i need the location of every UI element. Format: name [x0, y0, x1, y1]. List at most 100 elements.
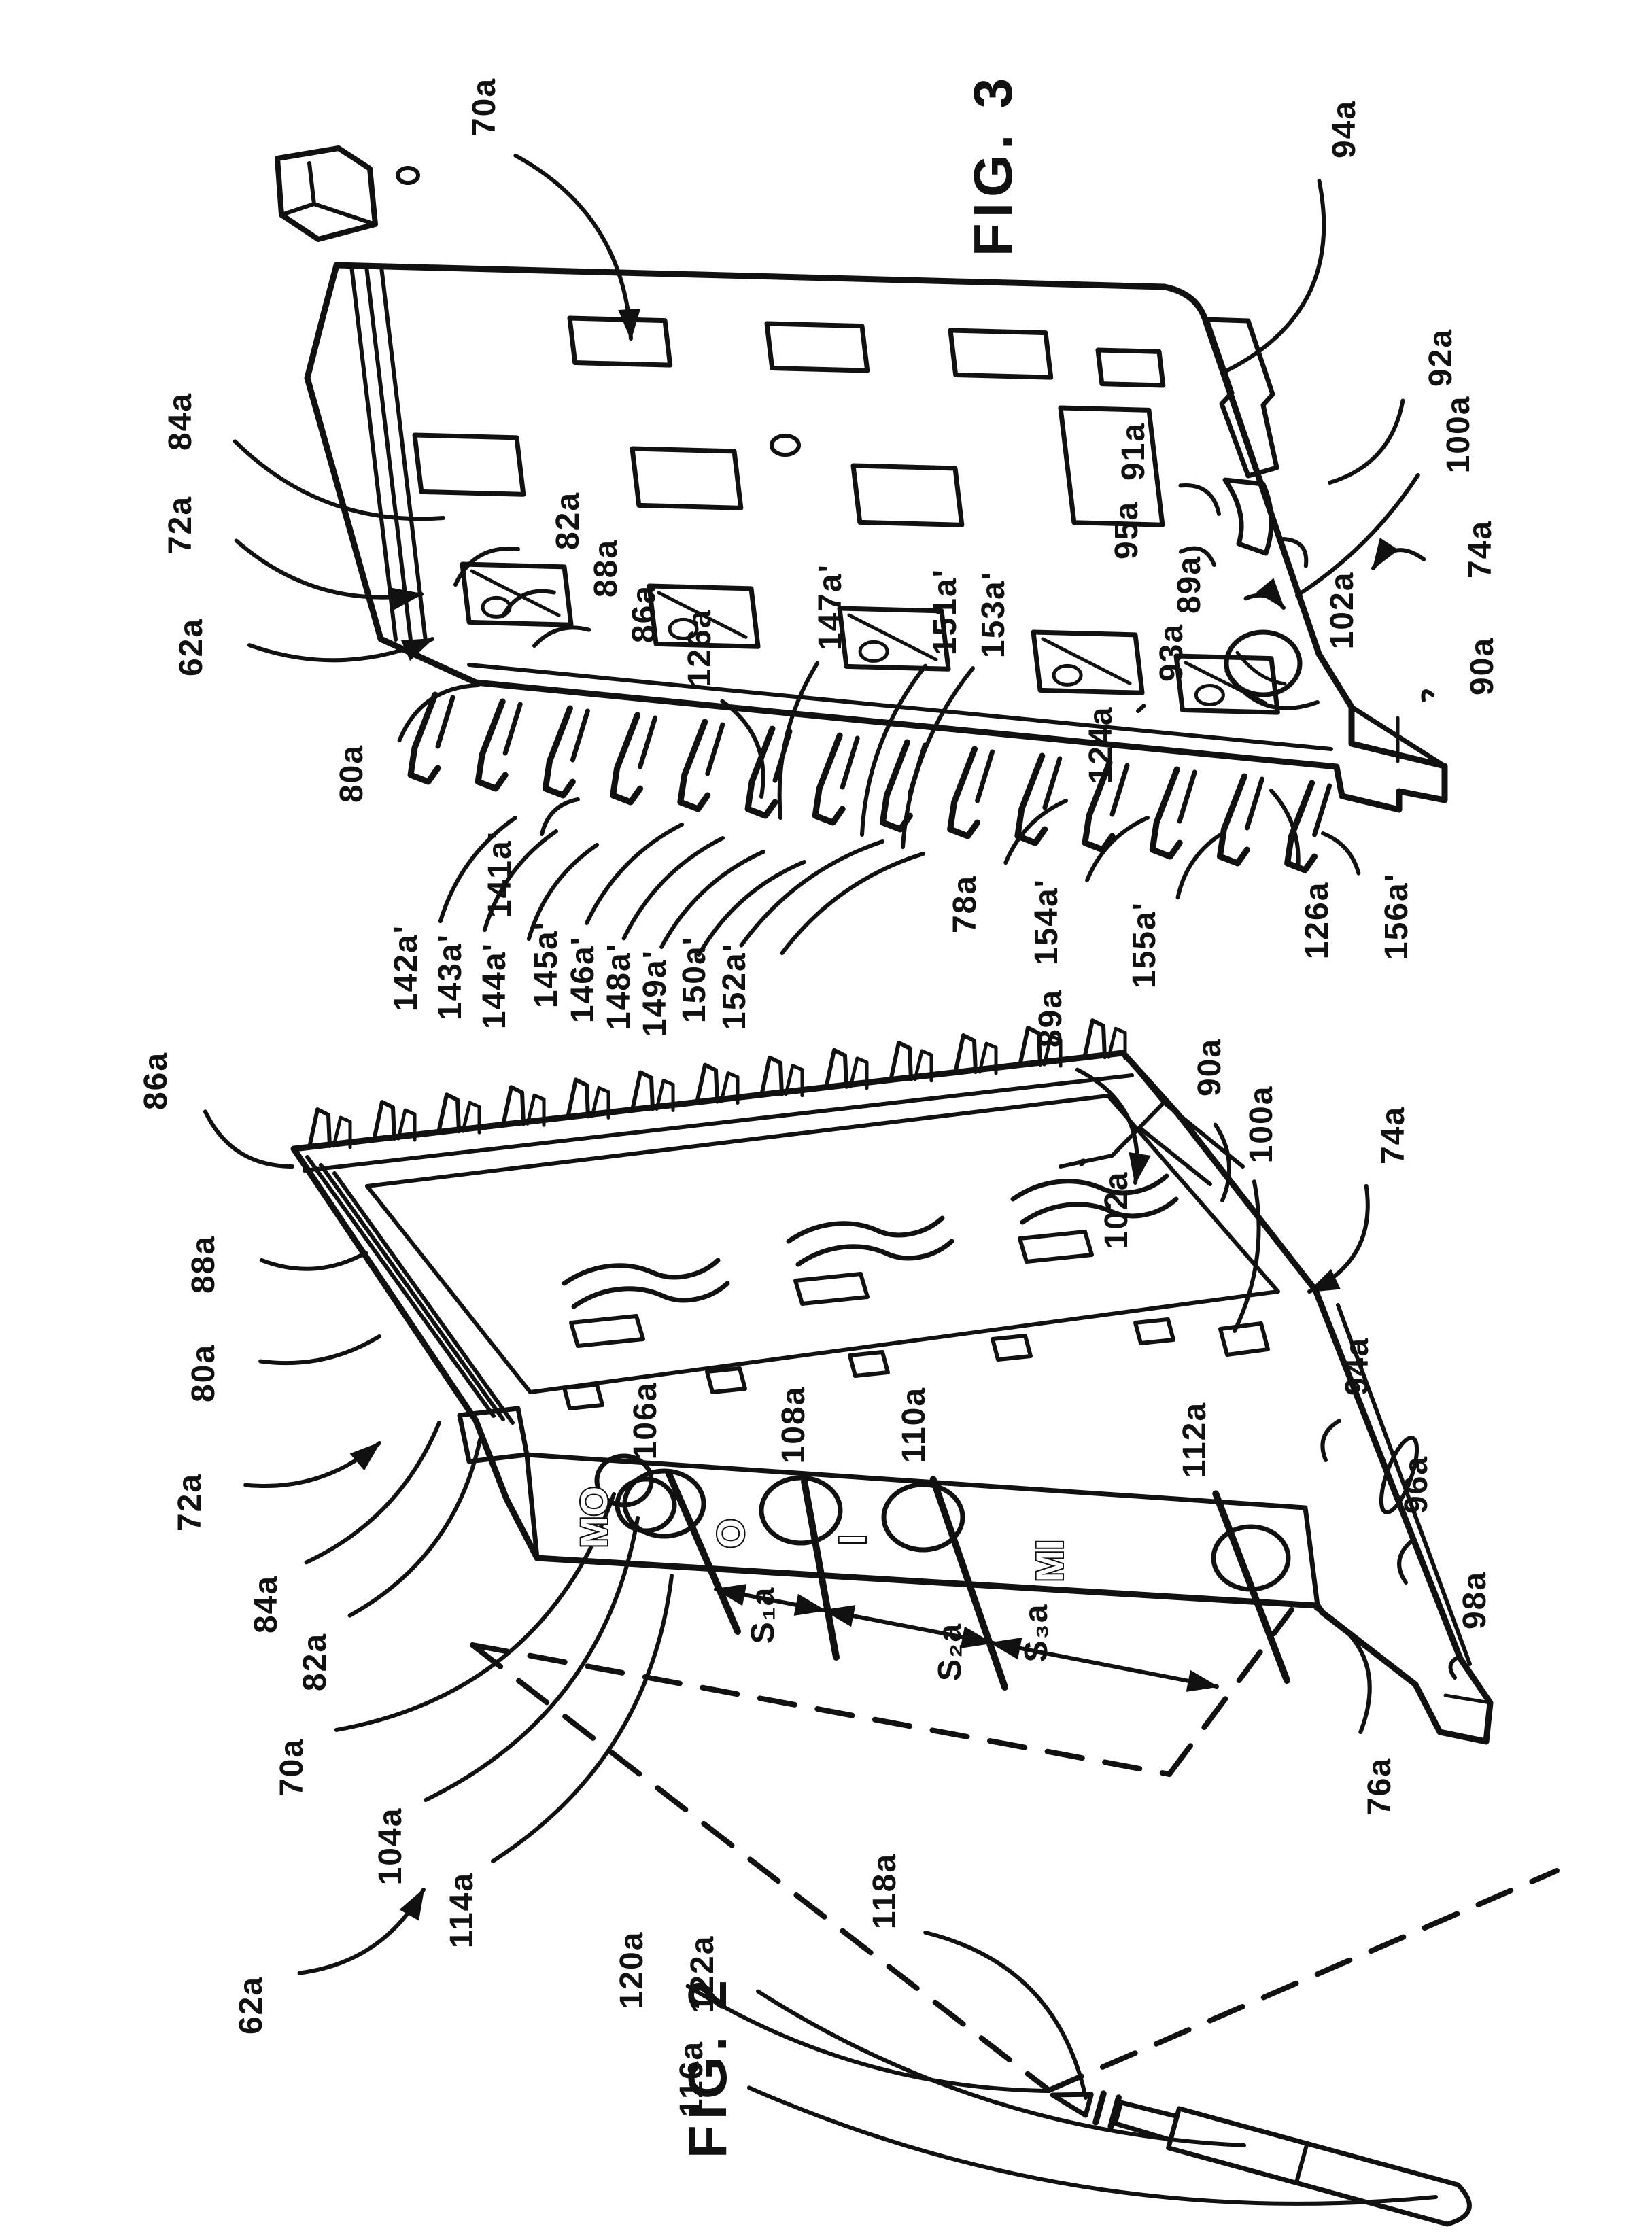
- molded-letter-i: I: [831, 1534, 874, 1545]
- fig3-contact-tail: [542, 705, 576, 799]
- ref-label-fig3-146ap: 146a': [565, 935, 601, 1024]
- ref-label-fig2-102a: 102a: [1099, 1171, 1135, 1249]
- ref-label-fig2-112a: 112a: [1177, 1401, 1213, 1478]
- leader-arrowhead: [618, 309, 641, 341]
- fig2-connector-body: [290, 1050, 1494, 1745]
- leader-fig2-122a: [756, 1989, 1246, 2147]
- ref-label-fig2-96a: 96a: [1398, 1455, 1434, 1514]
- ref-label-fig2-72a: 72a: [172, 1472, 208, 1532]
- ref-label-fig3-90a: 90a: [1464, 636, 1500, 696]
- fig2-solder-tail: [695, 1062, 719, 1105]
- leader-fig3-126a: [720, 699, 765, 799]
- leader-fig3-82a: [453, 547, 521, 587]
- leader-fig2-62a: [297, 1888, 426, 1975]
- fig3-contact-tail: [1284, 780, 1318, 873]
- ref-label-fig3-147ap: 147a': [812, 563, 848, 651]
- leader-fig3-142ap: [438, 816, 517, 924]
- fig3-cutouts: [412, 315, 1280, 715]
- fig2-solder-tail: [824, 1048, 848, 1090]
- fig3-contact-tail: [947, 746, 981, 839]
- ref-label-fig3-72a: 72a: [162, 495, 199, 555]
- fig2-solder-tail: [1018, 1026, 1042, 1069]
- fig3-cutout: [460, 561, 574, 627]
- fig3-cutout: [764, 321, 870, 373]
- ref-label-fig3-92a: 92a: [1423, 328, 1459, 387]
- fig2-contact-spring: [562, 1258, 721, 1286]
- fig3-contact-tails: [407, 691, 1332, 873]
- ref-label-fig2-114a: 114a: [444, 1871, 480, 1949]
- ref-label-fig3-152ap: 152a': [717, 942, 753, 1031]
- leader-fig2-76a: [1314, 1606, 1372, 1734]
- ref-label-fig2-110a: 110a: [896, 1386, 932, 1464]
- leader-fig3-91a: [1178, 483, 1221, 516]
- ref-label-fig2-76a: 76a: [1362, 1756, 1398, 1816]
- ref-label-fig3-94a: 94a: [1326, 99, 1362, 159]
- fig2-side-rails: [305, 1155, 515, 1425]
- ref-label-fig2-94a: 94a: [1339, 1336, 1375, 1396]
- ref-label-fig2-74a: 74a: [1375, 1105, 1411, 1165]
- leader-fig3-148ap: [659, 850, 765, 949]
- ref-label-fig3-153ap: 153a': [976, 570, 1012, 659]
- fig3-contact-tail: [610, 712, 644, 806]
- leader-fig2-80a: [258, 1334, 381, 1366]
- leader-fig3-102a: [1281, 537, 1309, 568]
- leader-fig3-88a: [501, 589, 556, 618]
- leader-fig3-156ap: [1321, 831, 1361, 876]
- fig3-cutout: [647, 583, 761, 649]
- ref-label-fig3-124a: 124a: [1083, 706, 1119, 784]
- leader-fig3-152ap: [780, 852, 925, 956]
- leader-fig3-78a: [1003, 799, 1068, 865]
- leader-fig3-147ap: [777, 661, 820, 820]
- ref-label-fig2-S2a: S₂a: [932, 1622, 968, 1682]
- ref-label-fig3-142ap: 142a': [388, 924, 424, 1012]
- leader-arrowhead: [960, 1626, 993, 1648]
- fig2-solder-tail: [630, 1070, 655, 1113]
- leader-arrowhead: [390, 587, 424, 610]
- fig2-locator-knob: [594, 1453, 677, 1534]
- ref-label-fig3-91a: 91a: [1116, 421, 1152, 481]
- leader-arrowhead: [399, 1888, 425, 1921]
- fig3-cutout: [412, 432, 526, 497]
- ref-label-fig3-155ap: 155a': [1126, 901, 1163, 989]
- leader-fig2-70a: [334, 1492, 616, 1732]
- fig2-side-rail-foot: [1336, 1303, 1492, 1705]
- fig2-solder-tail: [1082, 1018, 1107, 1061]
- leader-fig3-94a: [1224, 179, 1326, 373]
- ref-label-fig3-88a: 88a: [588, 538, 624, 598]
- ref-label-fig2-100a: 100a: [1243, 1085, 1279, 1164]
- fig3-title: FIG. 3: [963, 72, 1023, 257]
- ref-label-fig3-95a: 95a: [1109, 500, 1145, 560]
- leader-arrowhead: [1307, 1268, 1341, 1293]
- ref-label-fig2-106a: 106a: [627, 1381, 664, 1460]
- leader-fig3-144ap: [526, 843, 599, 941]
- ref-label-fig3-82a: 82a: [550, 491, 586, 551]
- fig3-end-latch-block: [275, 145, 420, 242]
- leader-fig3-86a: [532, 625, 591, 648]
- leader-fig2-74a: [1307, 1183, 1370, 1294]
- leader-arrowhead: [989, 1638, 1022, 1660]
- leader-fig2-116a: [746, 2085, 1438, 2206]
- pin-barrel: [1166, 2106, 1472, 2227]
- fig2-solder-tail: [759, 1055, 784, 1098]
- ref-label-fig3-156ap: 156a': [1379, 872, 1415, 960]
- ref-label-fig2-122a: 122a: [685, 1935, 721, 2013]
- leader-arrowhead: [1129, 1152, 1151, 1185]
- ref-label-fig3-126a: 126a: [682, 608, 718, 687]
- fig2-solder-tail: [372, 1100, 396, 1143]
- fig3-contact-tail: [812, 732, 846, 826]
- fig2-end-wall: [1059, 1051, 1270, 1357]
- leader-fig2-98a: [1448, 1654, 1463, 1680]
- fig3-contact-tail: [407, 691, 441, 785]
- ref-label-fig2-62a: 62a: [233, 1975, 269, 2035]
- fig2-contact-post: [562, 1383, 604, 1410]
- fig2-contact-post: [848, 1350, 890, 1378]
- fig3-cutout: [837, 606, 951, 672]
- ref-label-fig2-90a: 90a: [1192, 1037, 1228, 1097]
- fig3-cutout: [948, 328, 1054, 380]
- fig2-drawing: [290, 1018, 1560, 2227]
- ref-label-fig2-89a: 89a: [1033, 988, 1069, 1048]
- ref-label-fig2-104a: 104a: [373, 1807, 409, 1886]
- fig2-face-hole-108a: [759, 1475, 843, 1546]
- fig3-contact-tail: [475, 698, 509, 792]
